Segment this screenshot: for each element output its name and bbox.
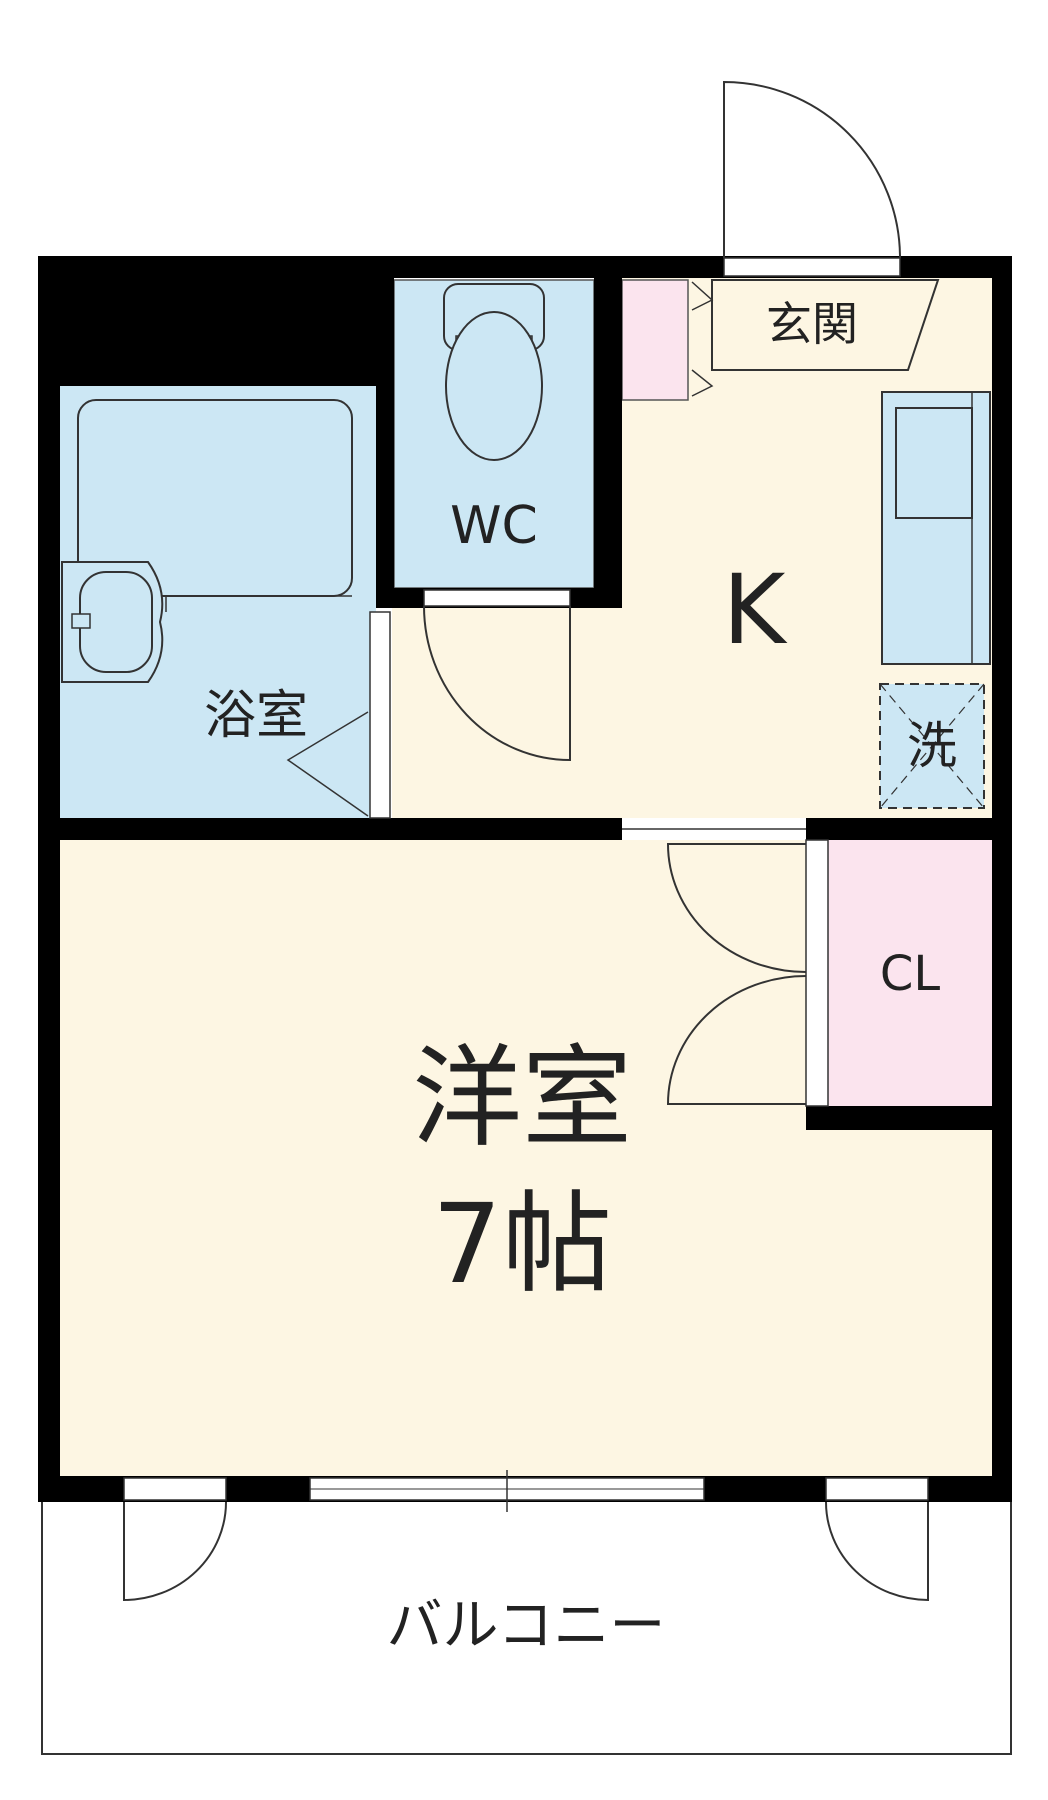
label-kitchen: K bbox=[723, 554, 788, 666]
label-closet: CL bbox=[880, 946, 941, 1002]
entrance-door-opening bbox=[723, 257, 901, 277]
kitchen-sink bbox=[895, 407, 973, 519]
entrance-step-marks bbox=[691, 281, 714, 397]
label-bath: 浴室 bbox=[204, 686, 308, 746]
entrance-door-swing bbox=[723, 80, 901, 259]
label-western-room: 洋室 bbox=[412, 1034, 632, 1162]
corridor-floor bbox=[392, 600, 624, 818]
balcony-area bbox=[41, 1497, 1012, 1755]
wc-door-swing bbox=[423, 605, 571, 762]
closet-door-swing-upper bbox=[666, 843, 807, 973]
label-balcony: バルコニー bbox=[387, 1594, 666, 1659]
balcony-door-left bbox=[123, 1477, 227, 1501]
closet-door-frame bbox=[805, 839, 829, 1107]
shoe-storage bbox=[621, 279, 689, 401]
label-washer: 洗 bbox=[907, 717, 957, 775]
entrance-floor bbox=[711, 279, 940, 371]
wc-door-opening bbox=[423, 589, 571, 607]
label-wc: WC bbox=[450, 496, 538, 556]
toilet-bowl bbox=[445, 311, 543, 461]
closet-floor bbox=[828, 840, 992, 1106]
label-western-room-size: 7帖 bbox=[432, 1180, 612, 1308]
bath-door-frame bbox=[369, 611, 391, 819]
bath-door-swing bbox=[286, 711, 369, 817]
label-entrance: 玄関 bbox=[766, 297, 858, 351]
closet-door-swing-lower bbox=[666, 975, 807, 1105]
balcony-door-right bbox=[825, 1477, 929, 1501]
